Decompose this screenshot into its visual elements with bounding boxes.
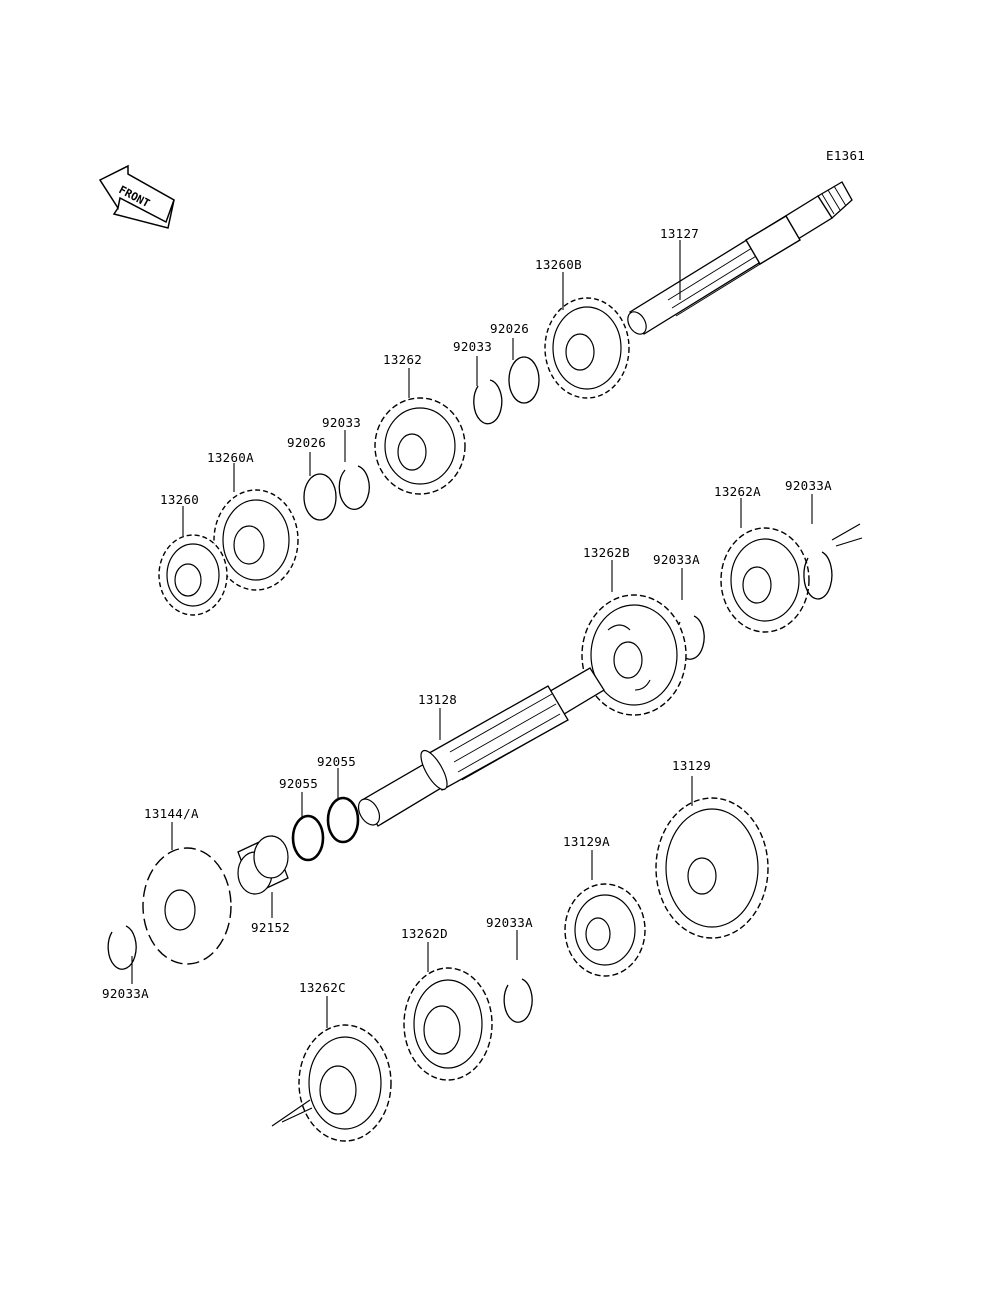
gear-13262D [403, 967, 493, 1081]
gear-13262C [298, 1024, 392, 1142]
label-13129: 13129 [672, 758, 711, 773]
gear-13262B [581, 594, 687, 716]
ring-92026-top [508, 356, 540, 404]
label-13262C: 13262C [299, 980, 346, 995]
circlip-92033-mid [338, 465, 370, 510]
front-arrow-icon: FRONT [98, 164, 175, 229]
label-92033A-r2: 92033A [653, 552, 700, 567]
label-92152: 92152 [251, 920, 290, 935]
oring-92055-b [291, 814, 325, 862]
circlip-92033A-left [107, 925, 137, 970]
label-92033-mid: 92033 [322, 415, 361, 430]
label-92033A-left: 92033A [102, 986, 149, 1001]
label-13262B: 13262B [583, 545, 630, 560]
sprocket-13144A [142, 847, 232, 965]
gear-13262 [374, 397, 466, 495]
ring-92026-mid [303, 473, 337, 521]
label-13127: 13127 [660, 226, 699, 241]
label-13262: 13262 [383, 352, 422, 367]
label-13260A: 13260A [207, 450, 254, 465]
label-92033-top: 92033 [453, 339, 492, 354]
circlip-92033-top [473, 379, 503, 425]
label-92033A-mid: 92033A [486, 915, 533, 930]
shaft-13127 [627, 181, 853, 335]
label-13262D: 13262D [401, 926, 448, 941]
label-13262A: 13262A [714, 484, 761, 499]
label-92026-top: 92026 [490, 321, 529, 336]
label-13128: 13128 [418, 692, 457, 707]
collar-92152 [237, 835, 289, 895]
gear-13262A [720, 527, 810, 633]
shaft-13128 [357, 667, 605, 827]
gear-13129 [655, 797, 769, 939]
label-92033A-r1: 92033A [785, 478, 832, 493]
gear-13129A [564, 883, 646, 977]
label-13129A: 13129A [563, 834, 610, 849]
circlip-92033A-mid [503, 978, 533, 1023]
gear-13260 [158, 534, 228, 616]
label-92055-b: 92055 [279, 776, 318, 791]
gear-13260B [544, 297, 630, 399]
gear-13260A [213, 489, 299, 591]
oring-92055-a [326, 796, 360, 844]
diagram-code: E1361 [826, 148, 865, 163]
label-13144A: 13144/A [144, 806, 199, 821]
label-13260B: 13260B [535, 257, 582, 272]
label-13260: 13260 [160, 492, 199, 507]
label-92055-a: 92055 [317, 754, 356, 769]
label-92026-mid: 92026 [287, 435, 326, 450]
circlip-92033A-r1 [803, 551, 833, 600]
